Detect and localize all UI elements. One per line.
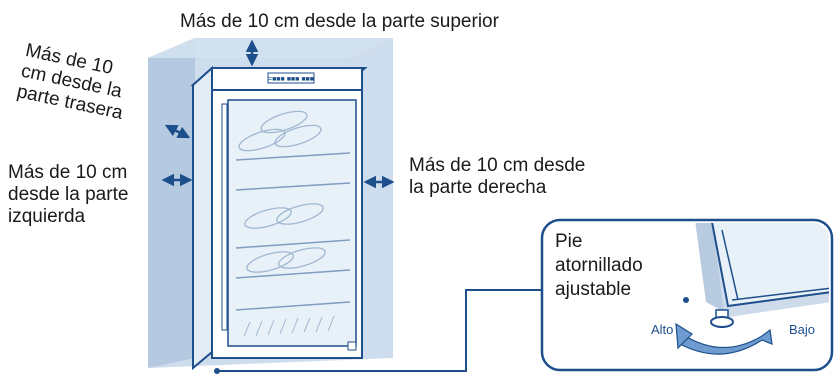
foot-detail-callout [540,218,834,372]
wine-bottles [238,110,326,273]
left-clearance-label: Más de 10 cm desde la parte izquierda [8,162,128,228]
glass-door [227,99,357,347]
wine-cooler: =■■■ ■■■ ■■■ [190,65,368,371]
high-direction-label: Alto [651,322,674,337]
door-handle [221,103,228,331]
right-clearance-line-2: la parte derecha [409,177,547,198]
top-clearance-text: Más de 10 cm desde la parte superior [180,11,499,32]
arrow-back [164,124,191,139]
left-clearance-line-3: izquierda [8,206,86,227]
bottom-grille [243,315,335,337]
right-clearance-label: Más de 10 cm desde la parte derecha [409,155,585,199]
foot-line-2: atornillado [555,255,643,276]
leveling-foot [710,309,734,328]
left-clearance-line-2: desde la parte [8,184,129,205]
adjustable-foot-label: Pie atornillado ajustable [555,230,643,302]
foot-line-3: ajustable [555,279,632,300]
callout-connector [214,289,542,374]
left-clearance-line-1: Más de 10 cm [8,162,128,183]
control-panel [267,72,315,84]
control-panel-text: =■■■ ■■■ ■■■ [268,76,314,83]
right-clearance-line-1: Más de 10 cm desde [409,155,586,176]
shelves [235,152,351,311]
foot-line-1: Pie [555,231,583,252]
top-clearance-label: Más de 10 cm desde la parte superior [180,11,499,33]
low-direction-label: Bajo [789,322,816,337]
rotation-arrow [679,328,773,355]
clearance-arrows [161,39,395,189]
